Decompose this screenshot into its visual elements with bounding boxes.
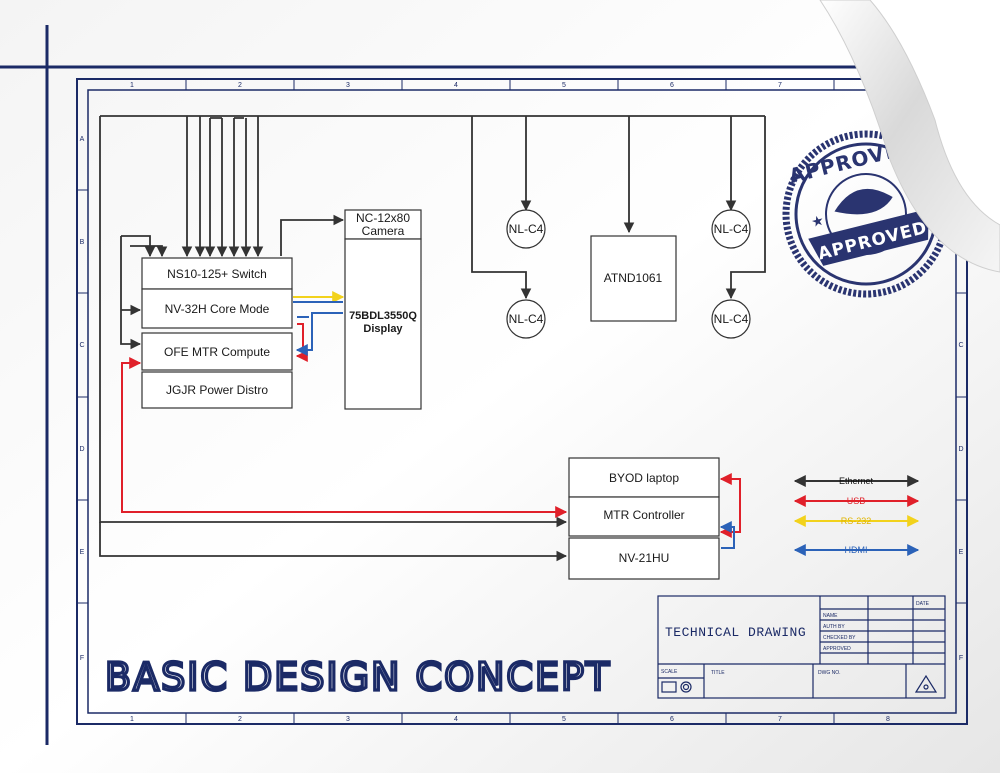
grid-col-label: 4 [454,716,458,723]
title-block-date: DATE [916,601,930,607]
grid-row-label: E [80,549,85,556]
switch-label: NS10-125+ Switch [167,267,267,281]
grid-row-label: D [79,446,84,453]
grid-row-label: B [80,239,85,246]
cable-legend: Ethernet USB RS-232 HDMI [793,475,920,556]
grid-row-label: C [958,342,963,349]
nv21hu-label: NV-21HU [619,551,670,565]
ethernet-wiring [99,115,766,562]
inner-frame [87,89,957,714]
nlc4-label: NL-C4 [509,222,544,236]
grid-col-label: 8 [886,716,890,723]
page-corner [820,0,1000,272]
nlc4-label: NL-C4 [714,312,749,326]
compute-box [141,332,293,371]
byod-box [568,457,720,498]
grid-col-label: 5 [562,716,566,723]
grid-col-label: 1 [130,82,134,89]
nlc4-label: NL-C4 [509,312,544,326]
byod-label: BYOD laptop [609,471,679,485]
grid-row-label: C [79,342,84,349]
core-box [141,288,293,329]
title-block [657,595,946,699]
grid-col-label: 3 [346,716,350,723]
atnd-box [590,235,677,322]
legend-hdmi-label: HDMI [845,545,868,555]
grid-row-label: A [80,136,85,143]
hdmi-wiring [293,301,735,549]
grid-col-label: 7 [778,716,782,723]
star-icon: ★ [809,212,825,231]
compute-label: OFE MTR Compute [164,345,270,359]
legend-usb-label: USB [847,496,866,506]
grid-col-label: 6 [670,82,674,89]
nlc4-node [506,299,546,339]
outer-frame [76,78,968,725]
legend-rs232-label: RS-232 [841,516,872,526]
grid-row-label: F [959,655,963,662]
stamp-band [808,208,929,266]
title-block-dwg: DWG NO. [818,670,841,676]
grid-col-label: 3 [346,82,350,89]
title-block-row: CHECKED BY [823,635,856,641]
switch-box [141,257,293,290]
grid-col-label: 6 [670,716,674,723]
grid-col-label: 4 [454,82,458,89]
nlc4-node [711,209,751,249]
grid-col-label: 1 [130,716,134,723]
nlc4-node [711,299,751,339]
atnd-label: ATND1061 [604,271,663,285]
grid-col-label: 5 [562,82,566,89]
nlc4-node [506,209,546,249]
core-label: NV-32H Core Mode [165,302,270,316]
title-block-heading: TECHNICAL DRAWING [665,625,806,640]
legend-ethernet-label: Ethernet [839,476,874,486]
title-block-scale: SCALE [661,669,678,675]
power-label: JGJR Power Distro [166,383,268,397]
title-block-row: NAME [823,613,838,619]
title-block-title: TITLE [711,670,725,676]
grid-ticks [77,79,967,724]
nlc4-label: NL-C4 [714,222,749,236]
diagram-title: BASIC DESIGN CONCEPT [105,655,611,699]
grid-col-label: 2 [238,82,242,89]
grid-col-label: 7 [778,82,782,89]
nv21hu-box [568,537,720,580]
grid-row-label: F [80,655,84,662]
title-block-row: AUTH BY [823,624,845,630]
grid-row-label: D [958,446,963,453]
grid-row-label: E [959,549,964,556]
grid-col-label: 2 [238,716,242,723]
mtr-controller-box [568,496,720,537]
display-box [344,238,422,410]
mtr-controller-label: MTR Controller [603,508,684,522]
power-box [141,371,293,409]
title-block-row: APPROVED [823,646,851,652]
stamp-emblem-icon [834,188,893,215]
